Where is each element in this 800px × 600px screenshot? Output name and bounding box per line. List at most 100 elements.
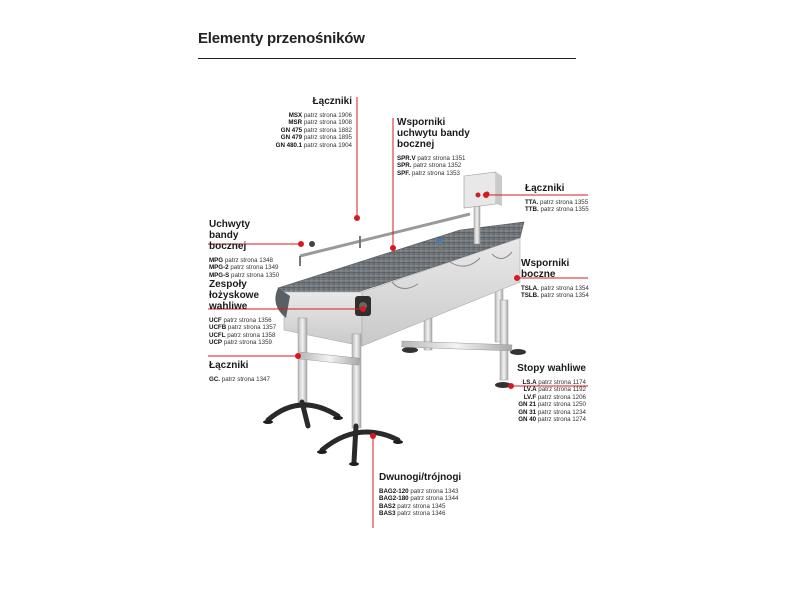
- catalog-page-ref: patrz strona 1274: [537, 416, 586, 424]
- catalog-ref-row: SPR.V patrz strona 1351: [397, 155, 477, 162]
- catalog-ref-row: GN 31 patrz strona 1234: [504, 409, 586, 416]
- catalog-ref-row: BAS2 patrz strona 1345: [379, 503, 479, 510]
- catalog-ref-row: UCFB patrz strona 1357: [209, 324, 277, 332]
- front-legs: [263, 317, 403, 466]
- catalog-ref-row: SPR. patrz strona 1352: [397, 162, 477, 169]
- catalog-code: GC.: [209, 376, 221, 383]
- group-laczniki-gc: Łączniki GC. patrz strona 1347: [209, 360, 289, 383]
- catalog-code: GN 479: [280, 134, 303, 142]
- catalog-code: UCP: [209, 339, 223, 347]
- catalog-page-ref: patrz strona 1351: [417, 155, 466, 162]
- catalog-ref-row: TTA. patrz strona 1355: [525, 199, 605, 206]
- catalog-ref-row: LS.A patrz strona 1174: [504, 379, 586, 386]
- catalog-code: MPG: [209, 257, 224, 264]
- catalog-code: MPG-S: [209, 271, 230, 279]
- title-divider: [198, 58, 576, 59]
- catalog-page-ref: patrz strona 1353: [411, 169, 460, 177]
- catalog-page-ref: patrz strona 1354: [540, 285, 589, 292]
- catalog-ref-row: UCP patrz strona 1359: [209, 339, 273, 346]
- group-heading: Stopy wahliwe: [517, 363, 586, 374]
- catalog-page-ref: patrz strona 1349: [230, 264, 279, 272]
- catalog-ref-row: BAS3 patrz strona 1346: [379, 510, 479, 517]
- ref-list: GC. patrz strona 1347: [209, 376, 289, 383]
- catalog-code: UCFL: [209, 331, 226, 339]
- group-heading: Wsporniki boczne: [521, 258, 570, 280]
- group-wsporniki-uchwytu: Wsporniki uchwytu bandy bocznej SPR.V pa…: [397, 117, 477, 177]
- catalog-page-ref: patrz strona 1352: [413, 162, 462, 170]
- catalog-ref-row: GN 475 patrz strona 1882: [252, 127, 352, 134]
- catalog-ref-row: GN 21 patrz strona 1250: [504, 401, 586, 408]
- group-heading: Łączniki: [525, 183, 565, 194]
- catalog-page-ref: patrz strona 1908: [303, 119, 352, 127]
- catalog-page-ref: patrz strona 1348: [224, 257, 273, 264]
- catalog-code: TTB.: [525, 206, 539, 214]
- catalog-page-ref: patrz strona 1234: [537, 408, 586, 416]
- group-dwunogi: Dwunogi/trójnogi BAG2-120 patrz strona 1…: [379, 472, 479, 518]
- catalog-page-ref: patrz strona 1350: [231, 271, 280, 279]
- catalog-page-ref: patrz strona 1357: [227, 324, 277, 332]
- catalog-code: LV.A: [523, 386, 537, 394]
- side-rail: [299, 212, 471, 258]
- catalog-page-ref: patrz strona 1250: [537, 401, 586, 409]
- catalog-code: BAS2: [379, 502, 396, 510]
- catalog-page-ref: patrz strona 1354: [540, 292, 589, 300]
- catalog-ref-row: GN 479 patrz strona 1895: [252, 134, 352, 141]
- catalog-code: BAG2-120: [379, 488, 409, 495]
- catalog-page-ref: patrz strona 1906: [303, 112, 352, 119]
- catalog-code: GN 21: [518, 401, 537, 409]
- catalog-code: TSLA.: [521, 285, 539, 292]
- catalog-page-ref: patrz strona 1882: [303, 126, 352, 134]
- catalog-code: GN 480.1: [275, 141, 303, 149]
- catalog-ref-row: LV.F patrz strona 1206: [504, 394, 586, 401]
- catalog-ref-row: MPG-2 patrz strona 1349: [209, 264, 279, 271]
- page-title: Elementy przenośników: [198, 30, 365, 47]
- group-uchwyty-bandy: Uchwyty bandy bocznej MPG patrz strona 1…: [209, 219, 279, 279]
- catalog-page-ref: patrz strona 1344: [410, 495, 459, 503]
- catalog-page-ref: patrz strona 1174: [538, 379, 586, 386]
- group-wsporniki-boczne: Wsporniki boczne TSLA. patrz strona 1354…: [521, 258, 589, 300]
- catalog-page-ref: patrz strona 1355: [540, 206, 589, 214]
- catalog-page-ref: patrz strona 1358: [227, 331, 276, 339]
- catalog-ref-row: TSLA. patrz strona 1354: [521, 285, 589, 292]
- catalog-code: GN 40: [518, 416, 537, 424]
- catalog-code: LV.F: [523, 393, 537, 401]
- group-heading: Uchwyty bandy bocznej: [209, 219, 251, 252]
- callout-lines: [208, 97, 588, 528]
- catalog-code: SPF.: [397, 169, 411, 177]
- catalog-ref-row: UCFL patrz strona 1358: [209, 331, 276, 339]
- group-heading: Łączniki: [209, 360, 249, 371]
- catalog-ref-row: TTB. patrz strona 1355: [525, 206, 605, 213]
- catalog-code: MSX: [288, 112, 303, 119]
- catalog-code: GN 475: [280, 126, 303, 134]
- catalog-page-ref: patrz strona 1206: [537, 393, 586, 401]
- catalog-code: TSLB.: [521, 292, 539, 300]
- catalog-page-ref: patrz strona 1904: [303, 141, 352, 149]
- catalog-page-ref: patrz strona 1345: [397, 502, 446, 510]
- catalog-ref-row: LV.A patrz strona 1192: [504, 386, 586, 393]
- group-heading: Wsporniki uchwytu bandy bocznej: [397, 117, 470, 150]
- catalog-ref-row: MPG-S patrz strona 1350: [209, 271, 279, 279]
- catalog-ref-row: TSLB. patrz strona 1354: [521, 292, 589, 300]
- catalog-code: BAS3: [379, 510, 396, 518]
- catalog-page-ref: patrz strona 1192: [538, 386, 586, 394]
- catalog-code: MSR: [288, 119, 303, 127]
- catalog-code: TTA.: [525, 199, 539, 206]
- catalog-page-ref: patrz strona 1343: [410, 488, 459, 495]
- group-heading: Dwunogi/trójnogi: [379, 472, 462, 483]
- catalog-code: LS.A: [522, 379, 537, 386]
- group-zespoly-lozyskowe: Zespoły łożyskowe wahliwe UCF patrz stro…: [209, 279, 277, 347]
- catalog-ref-row: MSR patrz strona 1908: [252, 119, 352, 126]
- catalog-ref-row: MSX patrz strona 1906: [252, 112, 352, 119]
- catalog-ref-row: GN 40 patrz strona 1274: [504, 416, 586, 423]
- catalog-page-ref: patrz strona 1359: [223, 339, 272, 347]
- catalog-code: UCF: [209, 317, 222, 324]
- conveyor-frame: [275, 221, 525, 347]
